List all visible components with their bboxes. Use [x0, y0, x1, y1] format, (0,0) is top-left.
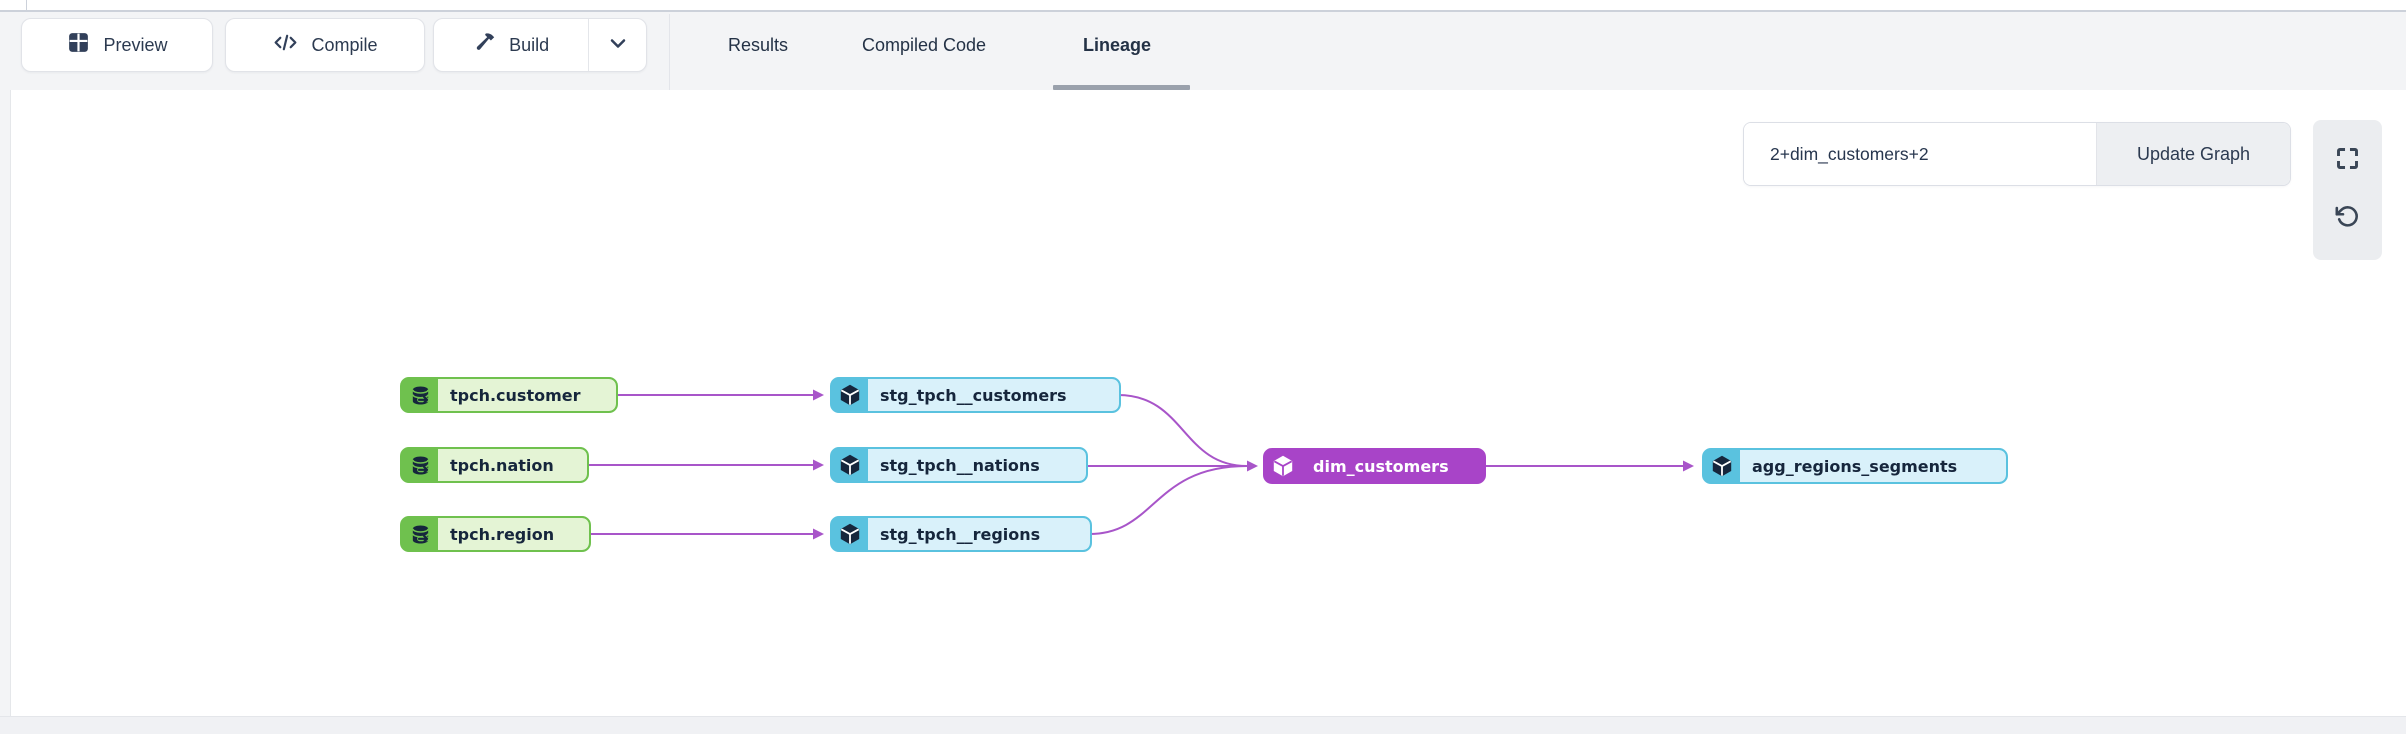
node-label: stg_tpch__regions	[868, 518, 1090, 550]
cube-icon	[832, 379, 868, 411]
node-label: stg_tpch__nations	[868, 449, 1086, 481]
table-icon	[66, 30, 91, 60]
cube-icon	[832, 518, 868, 550]
active-tab-indicator	[1053, 85, 1190, 90]
node-label: tpch.region	[438, 518, 589, 550]
node-label: agg_regions_segments	[1740, 450, 2006, 482]
node-stg-tpch-nations[interactable]: stg_tpch__nations	[830, 447, 1088, 483]
node-tpch-region[interactable]: tpch.region	[400, 516, 591, 552]
build-button[interactable]: Build	[434, 19, 588, 71]
reset-view-icon	[2334, 203, 2361, 235]
node-label: dim_customers	[1301, 450, 1484, 482]
pane-divider	[26, 0, 27, 10]
fullscreen-button[interactable]	[2331, 144, 2365, 178]
compile-button-label: Compile	[311, 34, 378, 55]
node-label: stg_tpch__customers	[868, 379, 1119, 411]
build-options-dropdown[interactable]	[588, 19, 646, 71]
node-stg-tpch-customers[interactable]: stg_tpch__customers	[830, 377, 1121, 413]
cube-icon	[1265, 450, 1301, 482]
node-stg-tpch-regions[interactable]: stg_tpch__regions	[830, 516, 1092, 552]
update-graph-button[interactable]: Update Graph	[2096, 123, 2290, 185]
database-icon	[402, 379, 438, 411]
node-tpch-customer[interactable]: tpch.customer	[400, 377, 618, 413]
hammer-icon	[473, 31, 497, 60]
node-dim-customers[interactable]: dim_customers	[1263, 448, 1486, 484]
tab-results-label: Results	[728, 34, 789, 55]
tab-compiled-code[interactable]: Compiled Code	[862, 28, 986, 62]
node-tpch-nation[interactable]: tpch.nation	[400, 447, 589, 483]
node-agg-regions-segments[interactable]: agg_regions_segments	[1702, 448, 2008, 484]
cube-icon	[1704, 450, 1740, 482]
preview-button-label: Preview	[103, 34, 168, 55]
build-button-group: Build	[433, 18, 647, 72]
fullscreen-icon	[2334, 145, 2361, 177]
preview-button[interactable]: Preview	[21, 18, 213, 72]
chevron-down-icon	[606, 31, 630, 60]
tab-lineage-label: Lineage	[1083, 34, 1152, 55]
bottom-pane-edge	[0, 716, 2406, 734]
node-label: tpch.customer	[438, 379, 616, 411]
model-selector-group: Update Graph	[1743, 122, 2291, 186]
database-icon	[402, 449, 438, 481]
code-icon	[272, 30, 299, 60]
reset-view-button[interactable]	[2331, 202, 2365, 236]
tab-lineage[interactable]: Lineage	[1083, 28, 1151, 62]
compile-button[interactable]: Compile	[225, 18, 425, 72]
model-selector-input[interactable]	[1744, 123, 2096, 185]
node-label: tpch.nation	[438, 449, 587, 481]
graph-tools-panel	[2313, 120, 2382, 260]
build-button-label: Build	[509, 34, 550, 55]
cube-icon	[832, 449, 868, 481]
database-icon	[402, 518, 438, 550]
top-pane-edge	[0, 0, 2406, 12]
tab-results[interactable]: Results	[728, 28, 788, 62]
ide-toolbar: Preview Compile Build	[0, 14, 2406, 90]
tab-compiled-code-label: Compiled Code	[862, 34, 987, 55]
toolbar-divider	[669, 14, 670, 90]
